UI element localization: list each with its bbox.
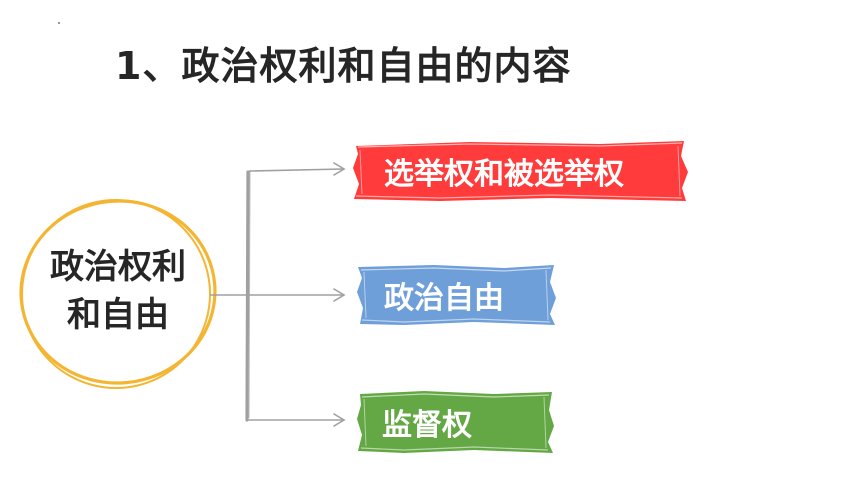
branch-label-political-freedom: 政治自由	[384, 281, 504, 316]
connector-trunk	[245, 170, 250, 422]
decorative-dot	[58, 22, 60, 24]
branch-box-background	[353, 141, 688, 201]
branch-box-supervision-rights: 监督权	[354, 388, 556, 456]
arrow-to-branch-1	[249, 162, 346, 176]
center-circle	[19, 199, 217, 389]
branch-label-supervision-rights: 监督权	[382, 408, 472, 443]
page-title: 1、政治权利和自由的内容	[115, 44, 572, 88]
arrow-to-branch-3	[248, 413, 346, 427]
arrow-to-branch-2	[246, 288, 346, 302]
branch-box-background	[357, 265, 556, 325]
center-topic-line-1: 政治权利	[50, 247, 186, 287]
center-topic: 政治权利 和自由	[18, 243, 218, 339]
branch-box-election-rights: 选举权和被选举权	[350, 138, 690, 204]
branch-box-background	[357, 391, 554, 453]
center-topic-line-2: 和自由	[67, 295, 169, 335]
branch-box-political-freedom: 政治自由	[354, 262, 558, 328]
branch-label-election-rights: 选举权和被选举权	[384, 157, 624, 192]
